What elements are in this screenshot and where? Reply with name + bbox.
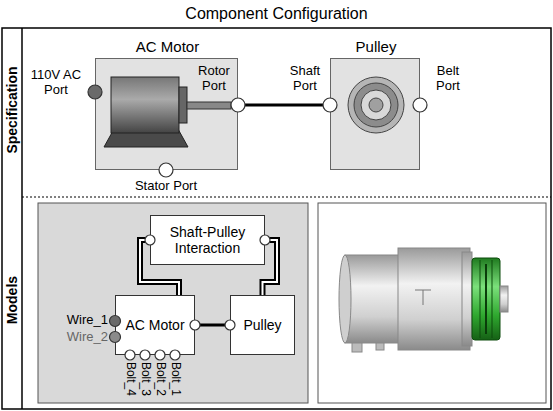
wire-port bbox=[110, 316, 121, 327]
model-box: Pulley bbox=[230, 295, 295, 355]
model-box: AC Motor bbox=[115, 295, 195, 355]
component-heading: Pulley bbox=[311, 38, 441, 55]
pulley-illustration bbox=[331, 59, 419, 169]
interaction-box: Shaft-Pulley Interaction bbox=[150, 215, 265, 265]
bolt-port bbox=[125, 350, 135, 360]
row-label: Specification bbox=[4, 66, 20, 153]
pin-label: Bolt_4 bbox=[123, 362, 137, 396]
row-label: Models bbox=[4, 276, 20, 324]
box-label: AC Motor bbox=[121, 317, 188, 333]
rotor-port bbox=[231, 98, 245, 112]
power-port bbox=[88, 85, 102, 99]
models-panel bbox=[38, 203, 308, 403]
motor-render bbox=[339, 248, 508, 352]
outer-frame bbox=[2, 28, 551, 409]
pin-label: Bolt_1 bbox=[168, 362, 182, 396]
box-label: Shaft-Pulley Interaction bbox=[151, 224, 264, 256]
bolt-port bbox=[140, 350, 150, 360]
connector-line bbox=[195, 324, 230, 327]
port-label: Stator Port bbox=[116, 179, 216, 194]
component-heading: AC Motor bbox=[76, 38, 259, 55]
pin-label: Wire_2 bbox=[44, 330, 108, 345]
connector-line bbox=[238, 104, 330, 107]
interaction-port bbox=[260, 235, 270, 245]
port-label: Shaft Port bbox=[284, 64, 326, 94]
shaft-port bbox=[323, 98, 337, 112]
port-label: Belt Port bbox=[426, 64, 470, 94]
interaction-port bbox=[145, 235, 155, 245]
component-box: Pulley bbox=[330, 58, 420, 170]
box-label: Pulley bbox=[239, 317, 285, 333]
pulley-port bbox=[225, 320, 235, 330]
pin-label: Bolt_2 bbox=[153, 362, 167, 396]
shaft-port bbox=[190, 320, 200, 330]
bolt-port bbox=[170, 350, 180, 360]
connector bbox=[195, 325, 230, 326]
port-label: 110V AC Port bbox=[25, 68, 87, 98]
belt-port bbox=[413, 98, 427, 112]
wire-port bbox=[110, 332, 121, 343]
render-panel bbox=[318, 203, 546, 403]
row-divider bbox=[22, 197, 551, 198]
port-label: Rotor Port bbox=[193, 64, 235, 94]
pin-label: Wire_1 bbox=[44, 313, 108, 328]
bolt-port bbox=[155, 350, 165, 360]
stator-port bbox=[159, 163, 173, 177]
pin-label: Bolt_3 bbox=[138, 362, 152, 396]
column-divider bbox=[21, 28, 23, 409]
connector bbox=[238, 105, 330, 106]
diagram-title: Component Configuration bbox=[0, 5, 553, 23]
